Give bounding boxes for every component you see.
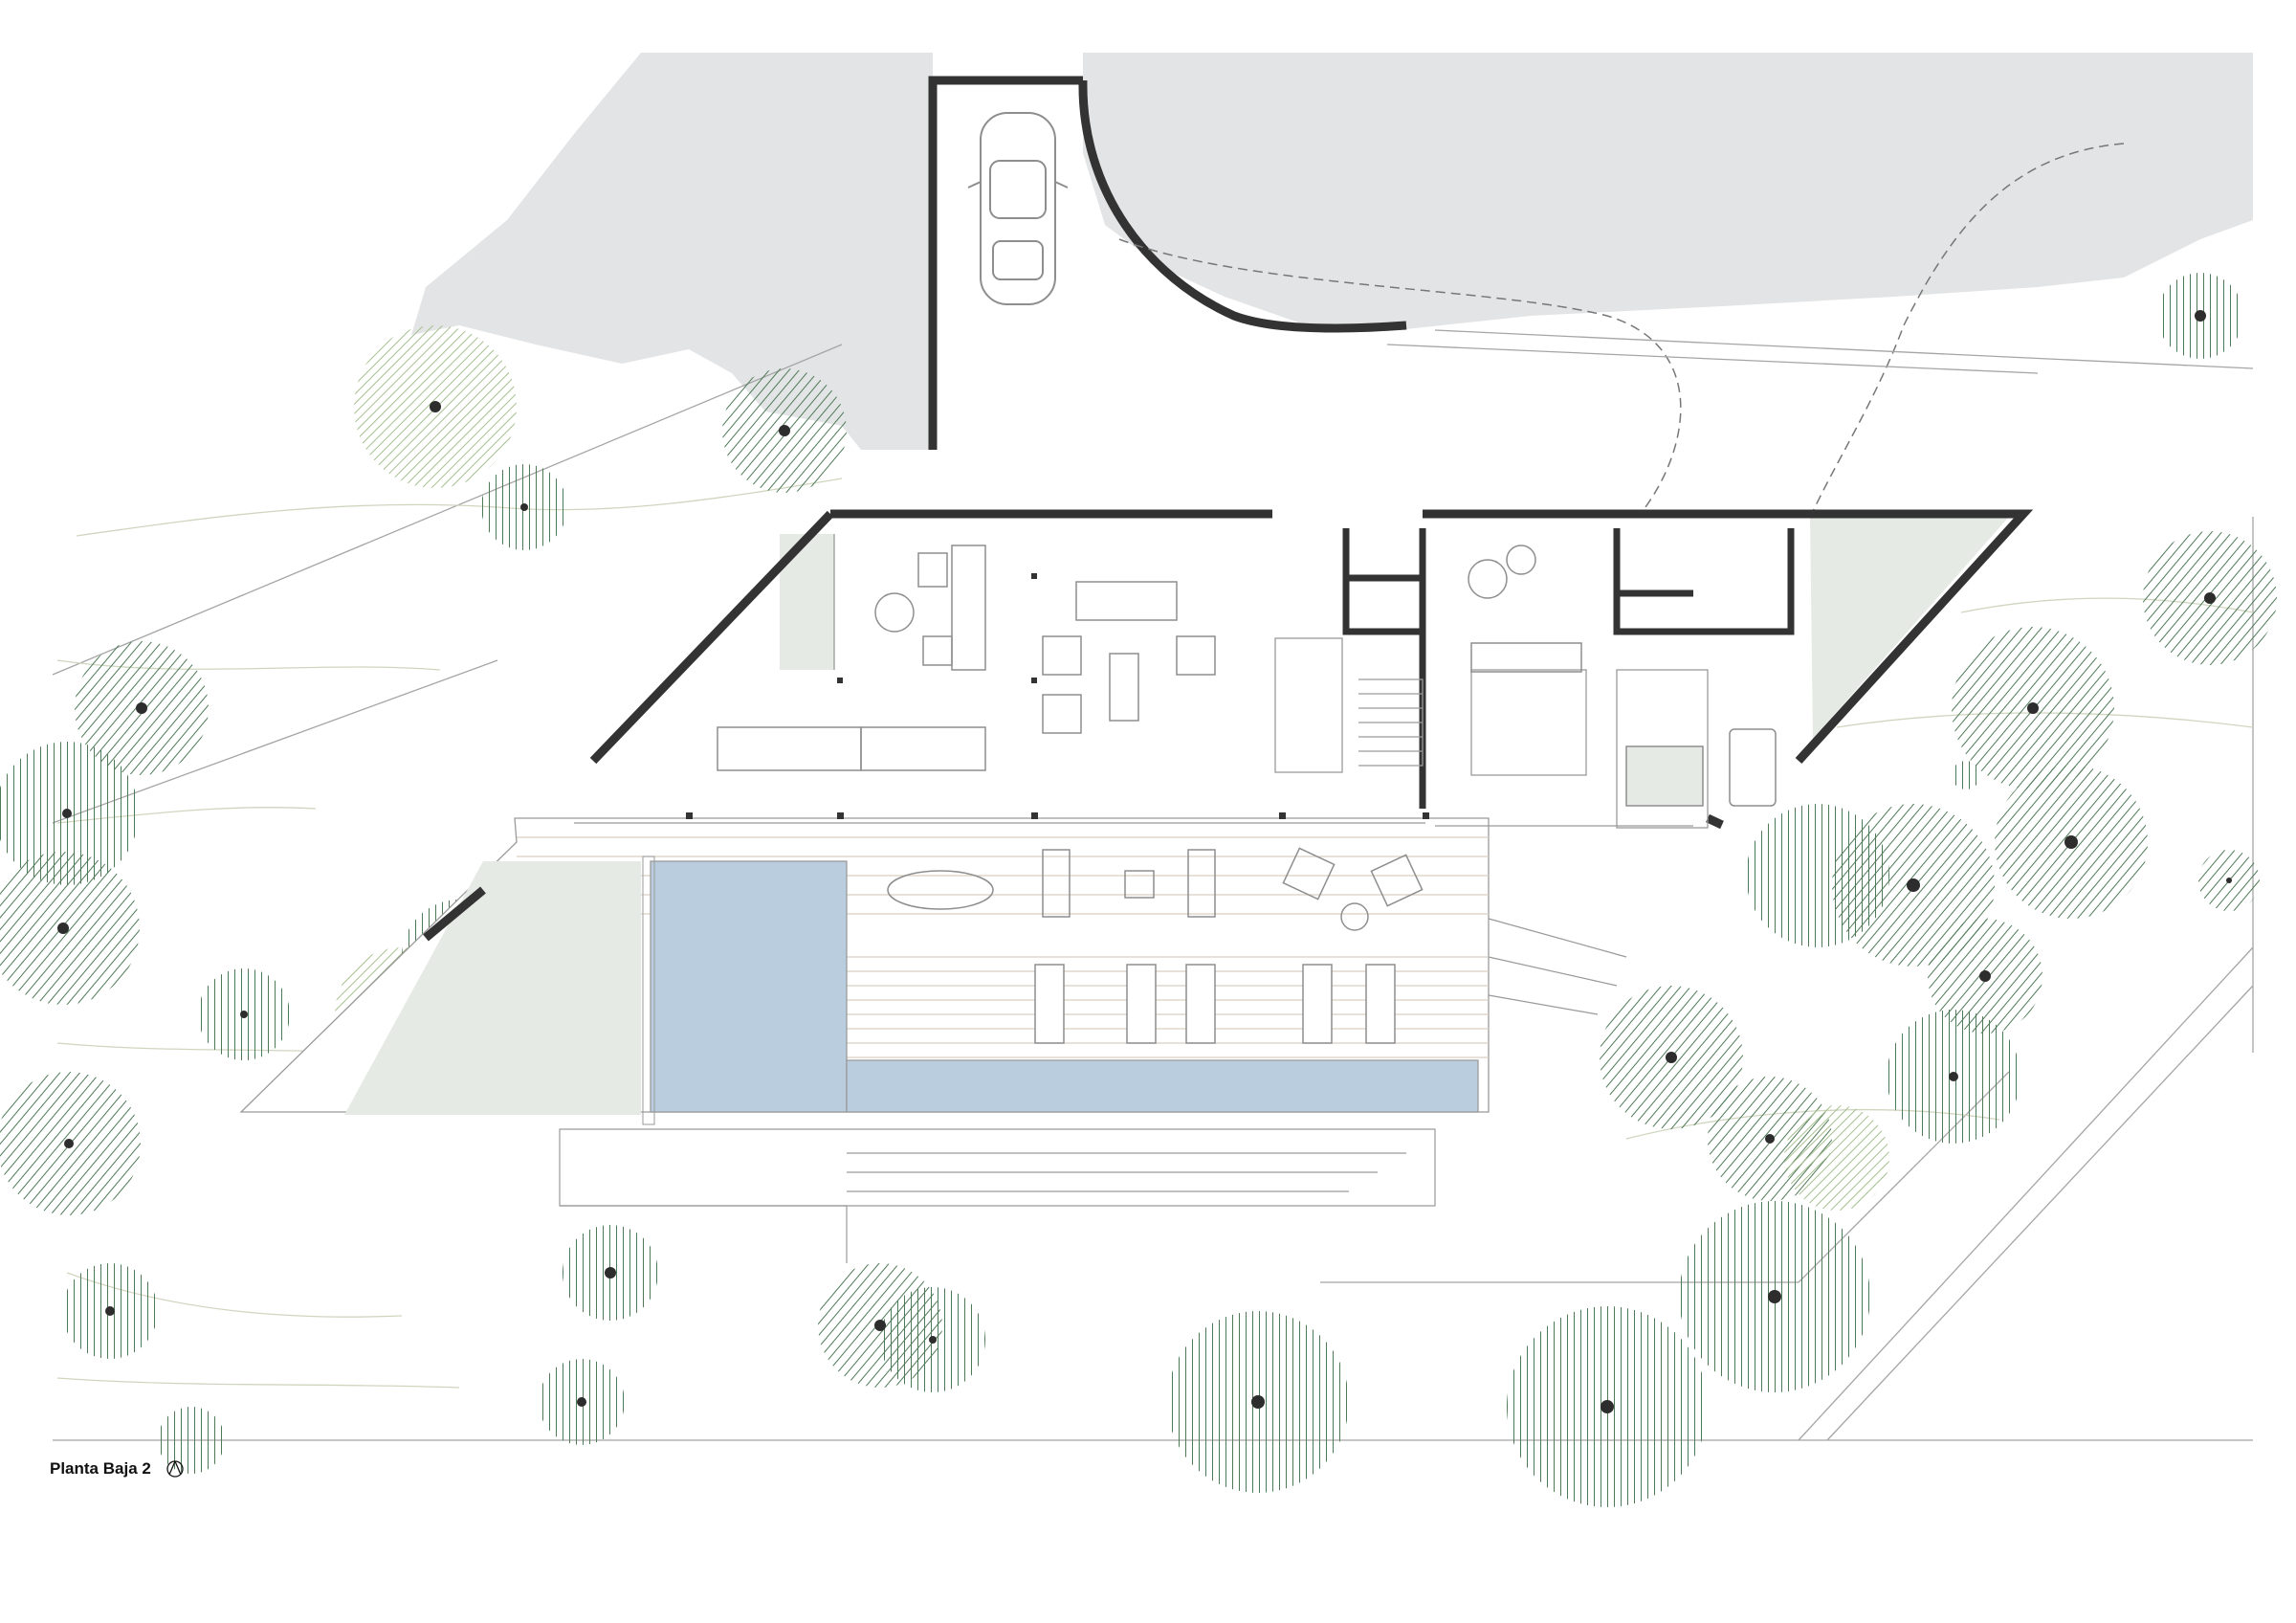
outdoor-furniture — [887, 847, 1424, 931]
paved-area — [411, 53, 2253, 450]
tree-canopy — [0, 852, 140, 1005]
north-arrow-icon — [166, 1460, 184, 1478]
exterior-walls — [423, 509, 2034, 942]
tree-canopy — [158, 1407, 225, 1474]
car-icon — [967, 112, 1069, 305]
garage-walls — [928, 76, 1407, 450]
tree-canopy — [1784, 1105, 1889, 1211]
interior-walls — [1342, 528, 1795, 809]
swimming-pool — [642, 856, 1479, 1125]
interior-furniture — [717, 545, 1777, 807]
drawing-caption: Planta Baja 2 — [50, 1458, 186, 1479]
columns — [686, 573, 1429, 819]
interior-lines — [574, 534, 1709, 829]
footpath-dashed — [1118, 143, 2125, 522]
tree-canopy — [1952, 761, 1980, 789]
garden-patches — [344, 517, 2009, 1115]
lower-steps — [559, 918, 1627, 1263]
drawing-title: Planta Baja 2 — [50, 1459, 151, 1478]
sun-loungers — [1034, 964, 1396, 1044]
tree-canopy — [1746, 804, 1889, 947]
